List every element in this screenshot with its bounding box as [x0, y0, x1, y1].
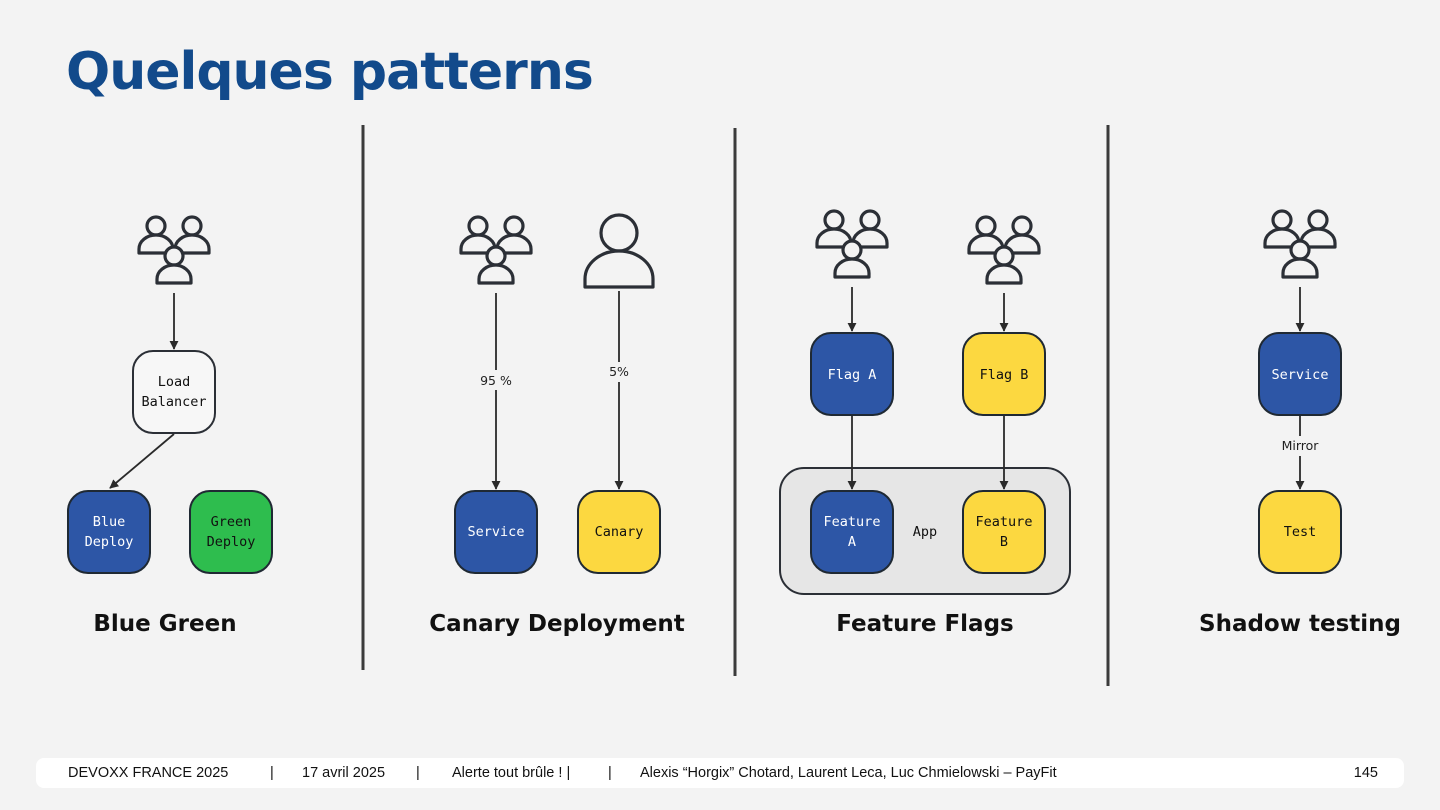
test-box: [1258, 490, 1342, 574]
users-group-icon: [1265, 211, 1335, 277]
shadow-service-label: Service: [1272, 367, 1329, 383]
footer-date: 17 avril 2025: [302, 765, 386, 781]
footer-authors: Alexis “Horgix” Chotard, Laurent Leca, L…: [640, 765, 1057, 781]
green-deploy-label-line2: Deploy: [207, 534, 256, 550]
split-canary-label: 5%: [609, 364, 629, 379]
footer-talk-title: Alerte tout brûle ! |: [452, 765, 571, 781]
shadow-testing-pattern: Service Mirror Test Shadow testing: [1199, 211, 1401, 637]
pattern-label-canary: Canary Deployment: [429, 611, 684, 637]
blue-deploy-label-line1: Blue: [93, 514, 126, 530]
feature-b-box: [962, 490, 1046, 574]
feature-b-label-line2: B: [1000, 534, 1008, 550]
split-main-label: 95 %: [480, 373, 512, 388]
load-balancer-label-line1: Load: [158, 374, 191, 390]
slide-title: Quelques patterns: [66, 42, 594, 102]
canary-pattern: 95 % 5% Service Canary Canary Deployment: [429, 213, 685, 637]
load-balancer-label-line2: Balancer: [141, 394, 206, 410]
app-label: App: [913, 524, 937, 540]
footer-separator: |: [608, 765, 612, 781]
blue-deploy-box: [67, 490, 151, 574]
canary-box: [577, 490, 661, 574]
users-group-icon: [969, 217, 1039, 283]
footer-separator: |: [270, 765, 274, 781]
users-group-icon: [817, 211, 887, 277]
pattern-label-blue-green: Blue Green: [93, 611, 236, 637]
load-balancer-box: [132, 350, 216, 434]
feature-a-label-line1: Feature: [824, 514, 881, 530]
feature-b-label-line1: Feature: [976, 514, 1033, 530]
user-icon: [583, 213, 655, 289]
shadow-service-box: [1258, 332, 1342, 416]
feature-a-box: [810, 490, 894, 574]
blue-deploy-label-line2: Deploy: [85, 534, 134, 550]
canary-label: Canary: [595, 524, 644, 540]
footer-separator: |: [416, 765, 420, 781]
service-box: [454, 490, 538, 574]
green-deploy-label-line1: Green: [211, 514, 252, 530]
users-group-icon: [139, 217, 209, 283]
pattern-label-shadow: Shadow testing: [1199, 611, 1401, 637]
arrow-down-icon: [109, 433, 175, 489]
flag-a-box: [810, 332, 894, 416]
page-number: 145: [1353, 765, 1378, 781]
flag-b-label: Flag B: [980, 367, 1029, 383]
flag-a-label: Flag A: [828, 367, 877, 383]
feature-flags-pattern: App Flag A Flag B Feature A Feature B Fe…: [779, 211, 1071, 637]
footer-event: DEVOXX FRANCE 2025: [68, 765, 229, 781]
footer-bar: DEVOXX FRANCE 2025 | 17 avril 2025 | Ale…: [36, 758, 1404, 788]
service-label: Service: [468, 524, 525, 540]
feature-a-label-line2: A: [848, 534, 856, 550]
test-label: Test: [1284, 524, 1317, 540]
mirror-label: Mirror: [1282, 438, 1320, 453]
pattern-label-feature-flags: Feature Flags: [836, 611, 1014, 637]
flag-b-box: [962, 332, 1046, 416]
blue-green-pattern: Load Balancer Blue Deploy Green Deploy B…: [67, 217, 273, 637]
users-group-icon: [461, 217, 531, 283]
green-deploy-box: [189, 490, 273, 574]
